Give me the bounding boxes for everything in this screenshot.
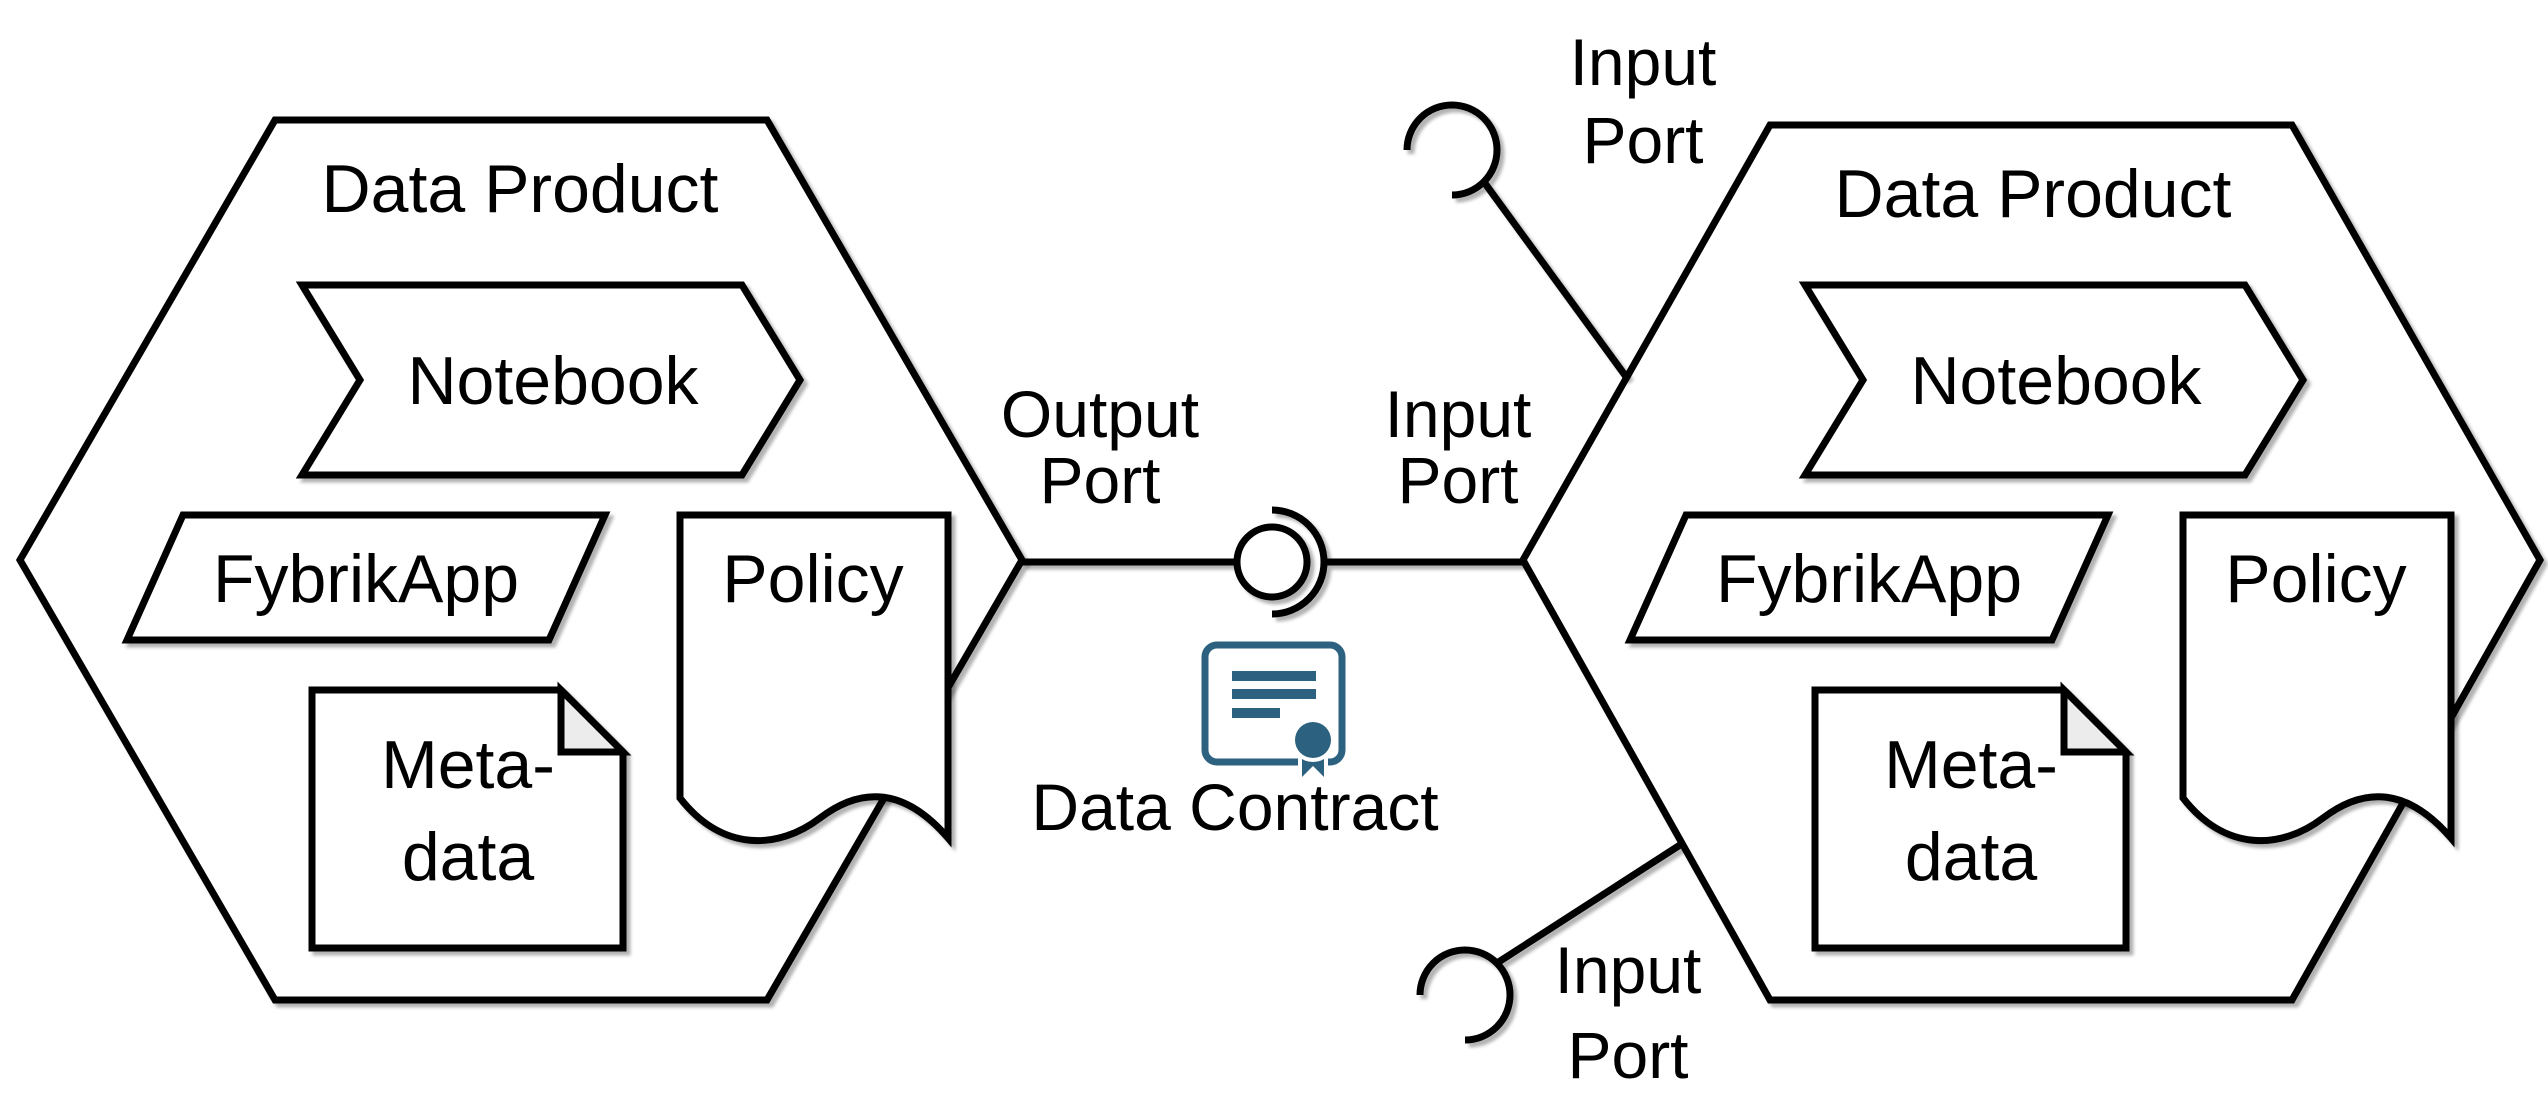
certificate-seal <box>1291 718 1335 762</box>
bottom-socket-icon <box>1416 946 1514 1044</box>
left-fybrikapp-label: FybrikApp <box>213 541 519 617</box>
right-data-product-group: Data Product Notebook FybrikApp Policy M… <box>1518 121 2545 1004</box>
right-notebook-label: Notebook <box>1910 343 2202 419</box>
data-contract-label: Data Contract <box>1031 770 1438 844</box>
bottom-input-port-group <box>1416 842 1682 1044</box>
left-metadata-label-line1: Meta- <box>381 727 555 803</box>
provided-interface-ball-icon <box>1233 523 1311 601</box>
left-notebook-label: Notebook <box>407 343 699 419</box>
right-product-title: Data Product <box>1835 156 2232 232</box>
right-metadata-label-line1: Meta- <box>1884 727 2058 803</box>
certificate-icon <box>1201 641 1346 787</box>
left-product-title: Data Product <box>322 151 719 227</box>
right-notebook-shape <box>1798 281 2308 479</box>
left-fybrikapp-shape <box>121 511 611 644</box>
input-port-bottom-label-line1: Input <box>1555 933 1702 1007</box>
right-metadata-label-line2: data <box>1905 819 2038 895</box>
left-data-product-group: Data Product Notebook FybrikApp Policy M… <box>15 116 1027 1004</box>
left-metadata-shape <box>308 686 627 952</box>
right-fybrikapp-shape <box>1624 511 2114 644</box>
input-port-center-label-line2: Port <box>1397 443 1518 517</box>
output-port-label-line1: Output <box>1001 377 1199 451</box>
top-input-connector-line <box>1481 179 1630 381</box>
required-interface-socket-icon <box>1271 506 1328 618</box>
left-metadata-label-line2: data <box>402 819 535 895</box>
right-fybrikapp-label: FybrikApp <box>1716 541 2022 617</box>
left-policy-label: Policy <box>722 541 903 617</box>
left-policy-shape <box>676 511 952 848</box>
right-metadata-fold <box>2060 681 2135 756</box>
right-policy-shape <box>2179 511 2455 848</box>
center-connection-group <box>1022 506 1523 618</box>
right-metadata-shape <box>1811 686 2130 952</box>
right-policy-label: Policy <box>2225 541 2406 617</box>
left-notebook-shape <box>295 281 805 479</box>
top-socket-icon <box>1403 101 1501 199</box>
input-port-top-label-line2: Port <box>1582 103 1703 177</box>
input-port-top-label-line1: Input <box>1570 25 1717 99</box>
left-metadata-fold <box>557 681 632 756</box>
input-port-center-label-line1: Input <box>1385 377 1532 451</box>
output-port-label-line2: Port <box>1039 443 1160 517</box>
input-port-bottom-label-line2: Port <box>1567 1018 1688 1092</box>
bottom-input-connector-line <box>1495 842 1682 966</box>
top-input-port-group <box>1403 101 1630 381</box>
